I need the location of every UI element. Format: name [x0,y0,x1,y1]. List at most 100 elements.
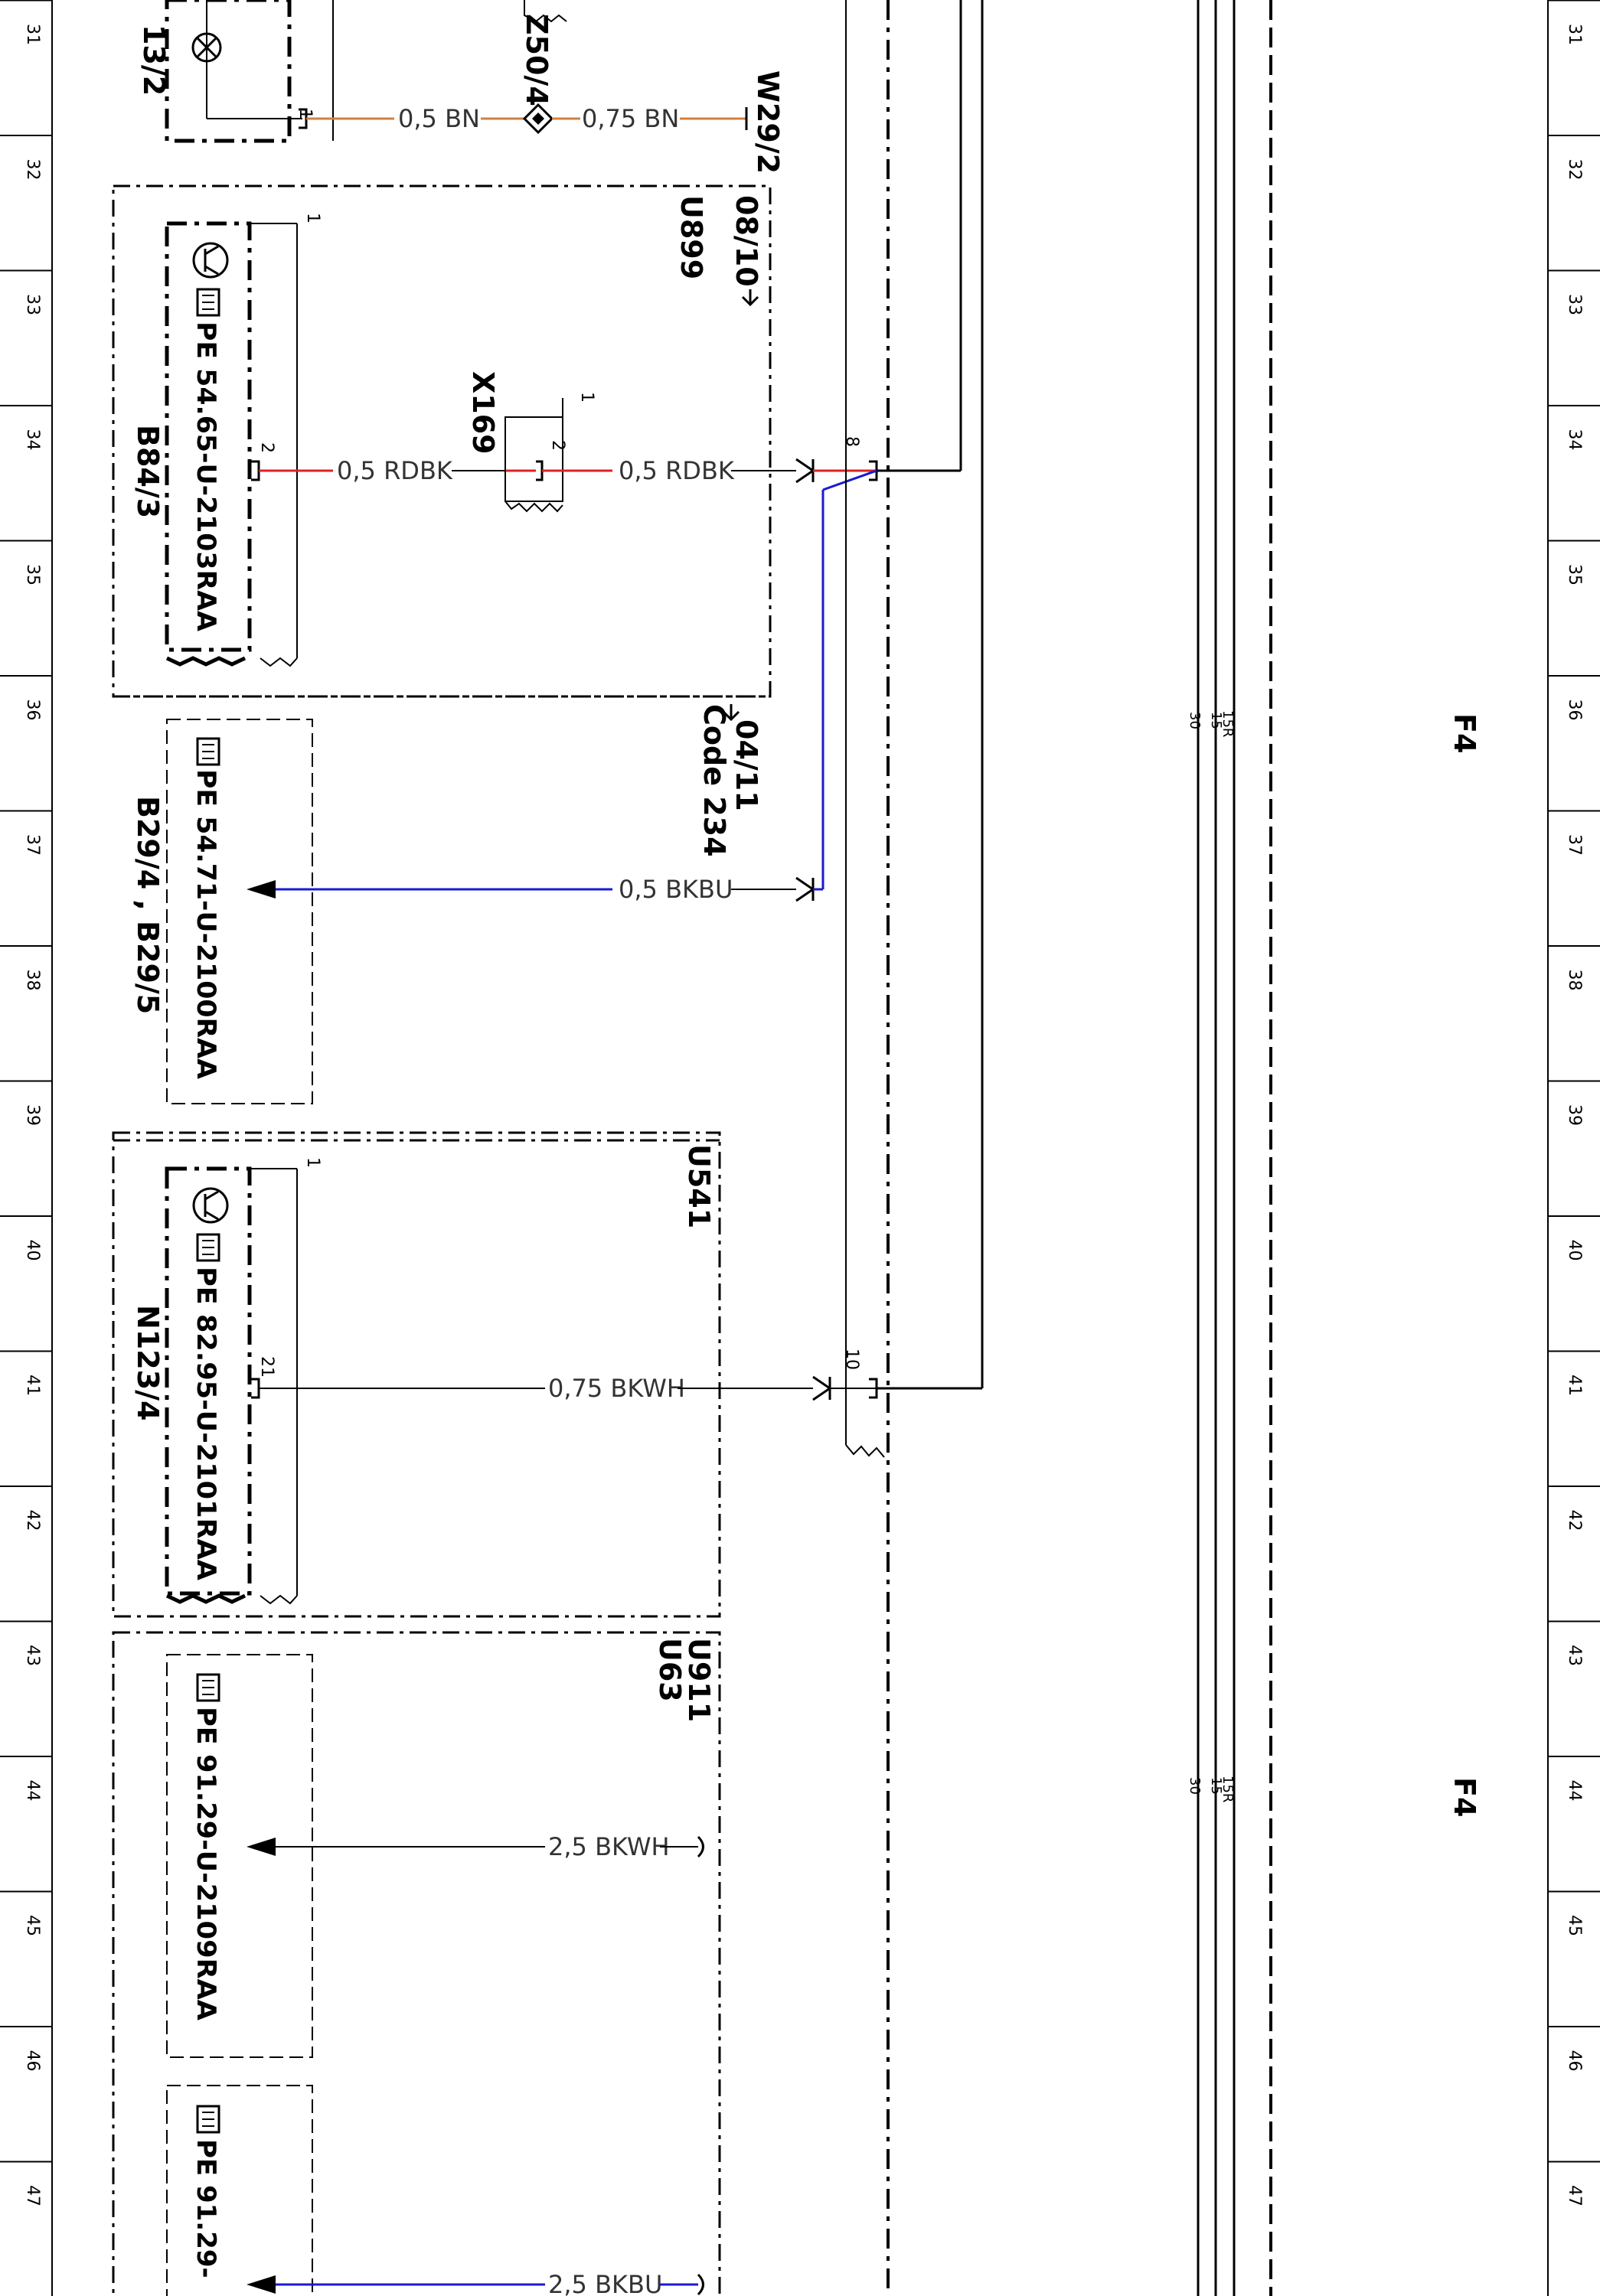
pin-label: 1 [303,1157,322,1168]
row-number: 42 [23,1510,42,1531]
pin-label: 21 [257,1356,276,1378]
pin-label: 10 [842,1349,861,1370]
bus-label-15r: 15R [1220,1776,1236,1802]
hand-pointer-icon [196,2105,220,2134]
wire-label: 2,5 BKWH [548,1832,670,1861]
hand-pointer-icon [196,288,220,317]
module-sub: B29/4 , B29/5 [131,796,165,1014]
row-number: 42 [1565,1510,1584,1531]
row-number: 37 [23,834,42,856]
pin-label: 8 [842,436,861,447]
hand-pointer-icon [196,1673,220,1702]
row-number: 47 [1565,2185,1584,2206]
u899-date: 08/10 [730,195,763,287]
u911-section: U911 U63 PE 91.29-U-2109RAA 2,5 BKWH PE … [112,1631,721,2296]
pin-label: 1 [577,392,596,403]
row-number: 43 [23,1645,42,1666]
top-lamp-label: 13/2 [137,24,171,96]
wire-label: 0,75 BKWH [548,1374,685,1403]
bus-label-15: 15 [1208,712,1224,729]
row-number: 46 [1565,2050,1584,2072]
row-number: 46 [23,2050,42,2072]
row-number: 31 [1565,24,1584,45]
wire-label: 2,5 BKBU [548,2270,662,2296]
row-number: 44 [23,1780,42,1802]
pin-label: 1 [296,109,315,119]
hand-pointer-icon [196,1233,220,1262]
connector-arrow-icon [812,1375,832,1401]
pin-label: 2 [257,442,276,453]
row-number: 45 [23,1915,42,1936]
row-number: 31 [23,24,42,45]
row-number: 38 [23,970,42,991]
module-ref: PE 91.29-U-2109RAA [191,1707,221,2021]
w29-label: W29/2 [751,70,785,174]
wire-label: 0,75 BN [582,104,679,133]
module-sub: N123/4 [131,1305,165,1420]
connector-arrow-icon [795,458,815,484]
x169-connector: 1 2 [504,392,596,513]
module-ref: PE 91.29- [191,2139,221,2278]
row-number: 43 [1565,1645,1584,1666]
row-number: 35 [1565,564,1584,585]
bus-labels-2: 15R 15 30 F4 [1187,1776,1481,1817]
pin-label: 2 [548,440,567,451]
top-lamp-section: 13/2 1 0,5 BN Z50/4 0,75 BN W29/2 [137,0,785,174]
wire-label: 0,5 RDBK [337,456,453,485]
bus-labels-1: 15R 15 30 F4 [1187,710,1481,753]
u911-label: U911 [682,1638,716,1722]
row-number: 41 [1565,1375,1584,1396]
u63-label: U63 [653,1638,687,1702]
connector-arrow-icon [795,876,815,902]
fuse-label: F4 [1448,1777,1481,1817]
right-row-frame: 31 32 33 34 35 36 37 38 39 40 41 42 43 44 45 46 47 [1547,0,1600,2296]
row-number: 35 [23,564,42,585]
row-number: 47 [23,2185,42,2206]
lamp-icon [191,32,222,63]
module-ref: PE 82.95-U-2101RAA [191,1267,221,1581]
row-number: 40 [1565,1240,1584,1261]
bus-label-15r: 15R [1220,710,1236,737]
row-number: 40 [23,1240,42,1261]
row-number: 44 [1565,1780,1584,1802]
u541-label: U541 [682,1144,716,1228]
row-number: 32 [23,159,42,181]
row-number: 33 [1565,294,1584,315]
row-number: 39 [1565,1104,1584,1126]
row-number: 45 [1565,1915,1584,1936]
transistor-icon [192,242,229,279]
u541-section: U541 1 PE 82.95-U-2101RAA N123/4 21 0,75… [112,1131,982,1618]
row-number: 37 [1565,834,1584,856]
transistor-icon [192,1187,229,1224]
bus-label-30: 30 [1187,712,1203,729]
u899-label: U899 [674,195,708,279]
wire-label: 0,5 BKBU [619,875,733,904]
bus-label-30: 30 [1187,1777,1203,1795]
code-note-date: 04/11 [730,719,763,811]
left-row-frame: 31 32 33 34 35 36 37 38 39 40 41 42 43 44 45 46 47 [0,0,53,2296]
hand-pointer-icon [196,737,220,766]
row-number: 38 [1565,970,1584,991]
pin-label: 1 [303,213,322,223]
module-ref: PE 54.71-U-2100RAA [191,769,221,1080]
wire-label: 0,5 BN [398,104,480,133]
wire-label: 0,5 RDBK [619,456,735,485]
code-note-text: Code 234 [697,704,731,857]
harness-lines [845,0,1272,2296]
fuse-label: F4 [1448,713,1481,753]
row-number: 33 [23,294,42,315]
module-sub: B84/3 [131,425,165,518]
u899-section: U899 08/10 1 PE 54.65-U-2103RAA B84/3 2 … [112,184,961,1104]
module-ref: PE 54.65-U-2103RAA [191,321,221,632]
z50-label: Z50/4 [520,14,553,106]
row-number: 32 [1565,159,1584,181]
row-number: 34 [1565,429,1584,451]
x169-label: X169 [466,371,500,455]
row-number: 36 [1565,700,1584,721]
row-number: 39 [23,1104,42,1126]
bus-label-15: 15 [1208,1777,1224,1795]
row-number: 34 [23,429,42,451]
row-number: 36 [23,700,42,721]
row-number: 41 [23,1375,42,1396]
